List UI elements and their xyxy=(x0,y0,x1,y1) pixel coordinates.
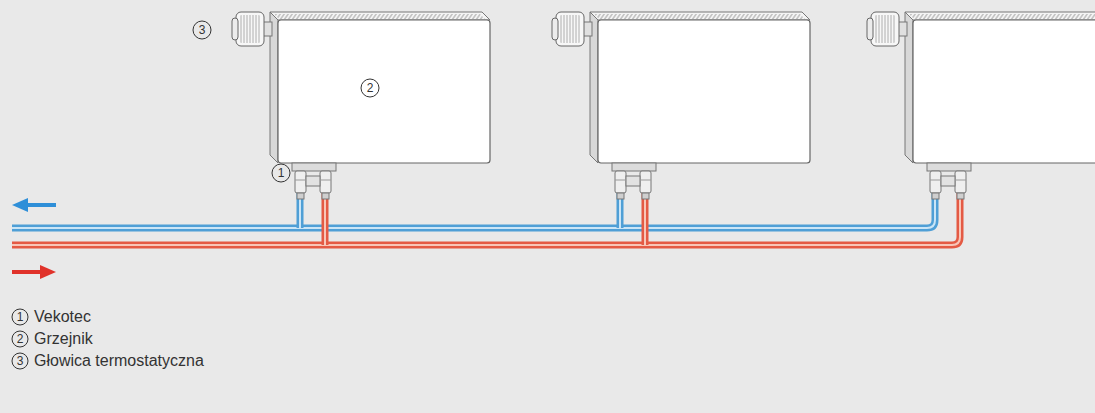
legend-text: Grzejnik xyxy=(34,331,93,347)
legend-number: 3 xyxy=(17,355,24,367)
callout-number: 1 xyxy=(278,167,285,179)
legend-number: 2 xyxy=(17,333,24,345)
legend-number: 1 xyxy=(17,311,24,323)
callout-number: 2 xyxy=(367,82,374,94)
legend-text: Głowica termostatyczna xyxy=(34,353,204,369)
callout-number: 3 xyxy=(199,24,206,36)
legend-text: Vekotec xyxy=(34,309,91,325)
